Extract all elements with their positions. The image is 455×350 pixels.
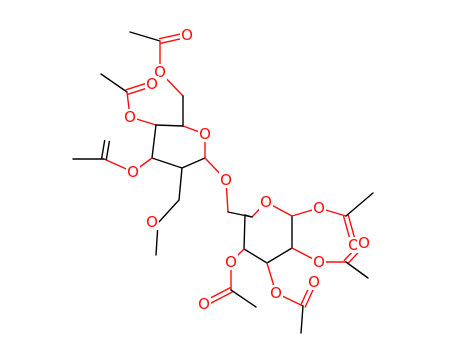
bond-8 [155,124,184,127]
bond-32 [243,214,246,250]
oxygen-label-bg-14 [269,285,283,301]
oxygen-label-bg-9 [259,194,273,210]
bond-20 [178,167,183,201]
oxygen-atom-label: O [225,253,237,271]
bond-1 [129,31,161,42]
oxygen-label-bg-8 [219,172,233,188]
oxygen-label-bg-1 [180,27,194,43]
oxygen-label-bg-12 [312,254,326,270]
double-bond-18-a [105,140,111,161]
bond-9 [100,73,128,93]
oxygen-atom-label: O [270,284,282,302]
oxygen-atom-label: O [146,213,158,231]
oxygen-label-bg-15 [307,274,321,290]
oxygen-atom-label: O [220,171,232,189]
bond-45 [300,305,304,334]
oxygen-atom-label: O [260,193,272,211]
oxygen-atom-label: O [154,63,166,81]
bond-49 [230,289,257,308]
oxygen-atom-label: O [348,236,360,254]
oxygen-atom-label: O [199,125,211,143]
bond-37 [345,192,374,217]
oxygen-label-bg-4 [145,76,159,92]
oxygen-label-bg-3 [198,126,212,142]
bond-21 [157,199,180,224]
bond-33 [244,214,253,218]
bond-30 [266,247,293,264]
oxygen-label-bg-7 [145,214,159,230]
oxygen-label-bg-6 [126,164,140,180]
oxygen-atom-label: O [181,26,193,44]
bond-14 [151,157,183,169]
oxygen-label-bg-5 [123,109,137,125]
bond-13 [151,124,157,159]
bond-41 [345,261,369,279]
oxygen-label-bg-16 [224,254,238,270]
oxygen-atom-label: O [358,234,370,252]
oxygen-label-bg-17 [197,296,211,312]
oxygen-atom-label: O [146,75,158,93]
oxygen-atom-label: O [308,273,320,291]
double-bond-18-b [100,139,106,160]
oxygen-atom-label: O [124,108,136,126]
bond-15 [181,157,206,169]
oxygen-atom-label: O [313,253,325,271]
oxygen-atom-label: O [198,295,210,313]
oxygen-label-bg-13 [357,235,371,251]
oxygen-label-bg-10 [312,200,326,216]
bond-31 [243,248,268,264]
oxygen-atom-label: O [313,199,325,217]
oxygen-atom-label: O [127,163,139,181]
